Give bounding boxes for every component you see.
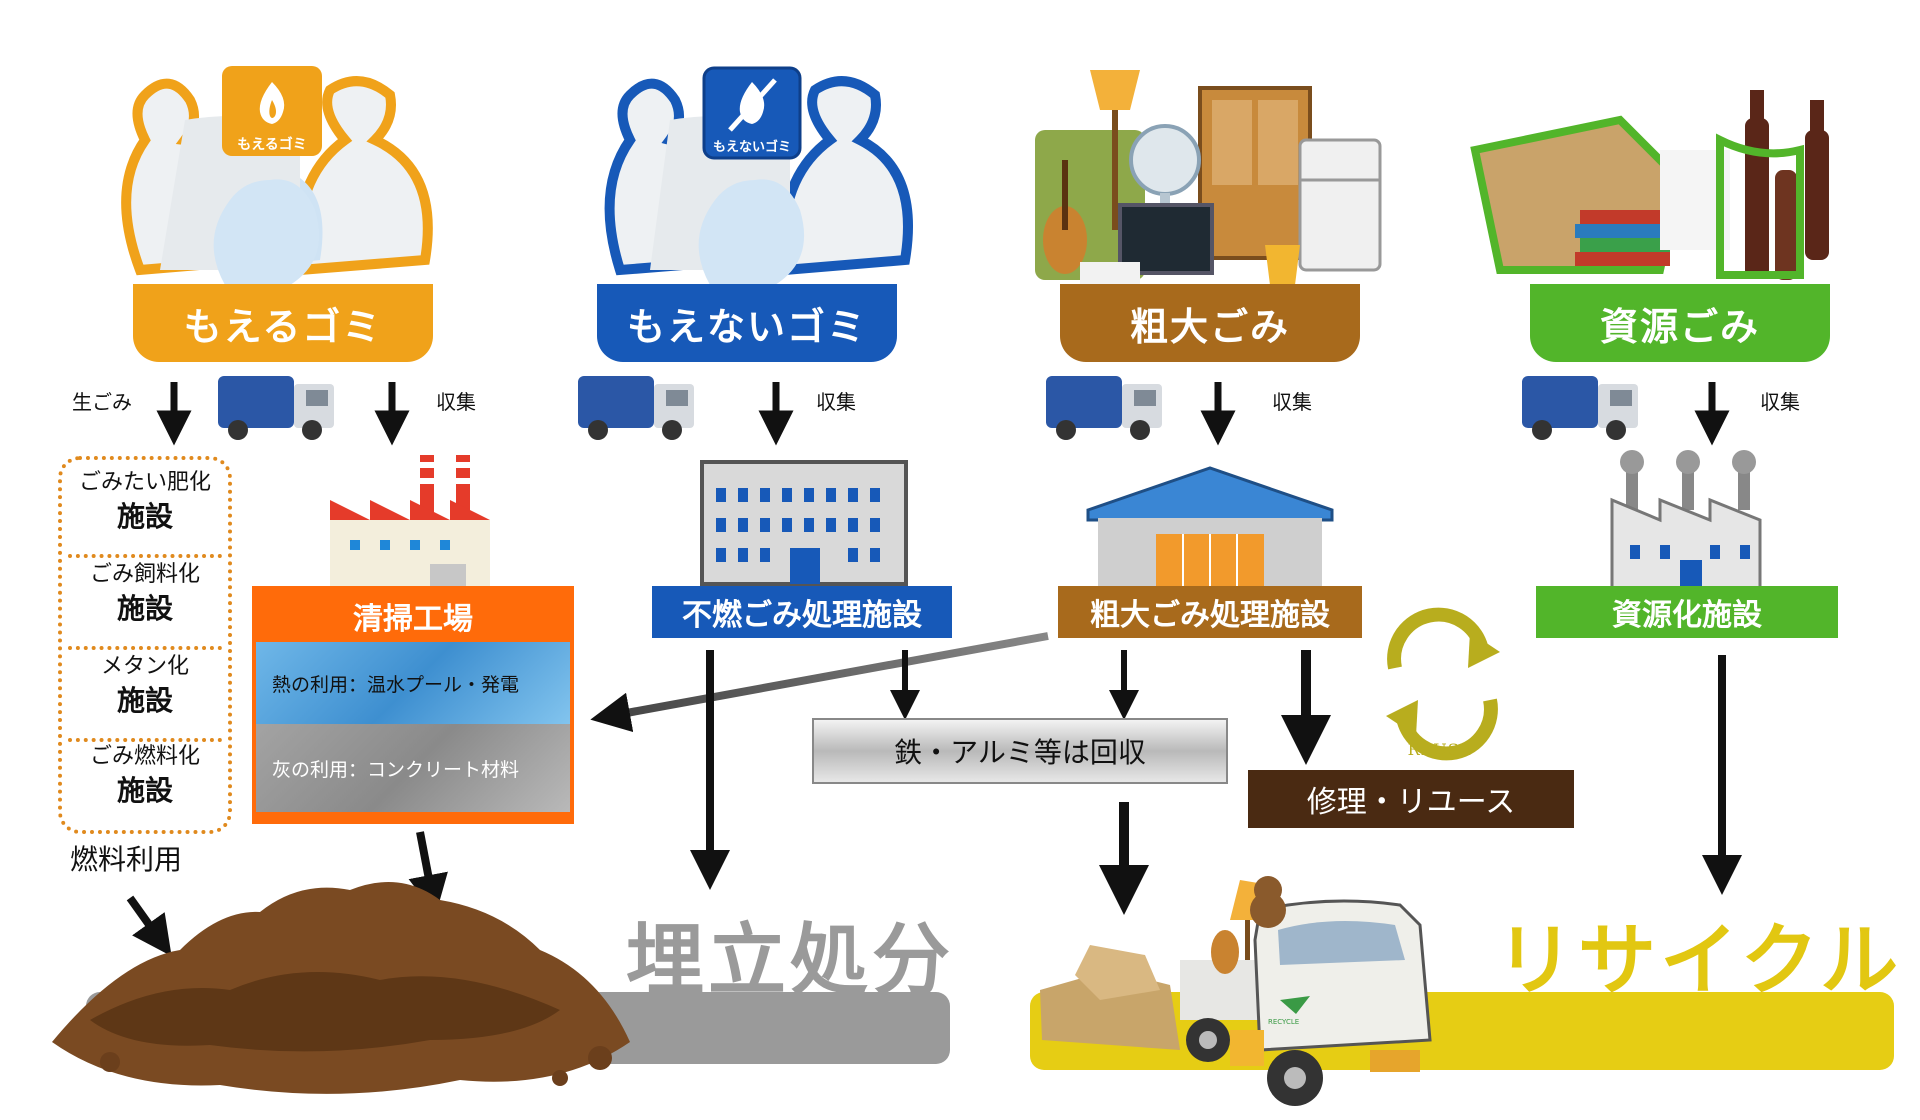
label-collect-3: 収集 — [1272, 390, 1312, 414]
composting-item-2-name: ごみ飼料化 — [89, 562, 200, 587]
category-burnable: もえるゴミ — [133, 284, 433, 362]
bulky-facility-label: 粗大ごみ処理施設 — [1058, 586, 1362, 638]
composting-item-3-name: メタン化 — [100, 654, 189, 679]
ash-use-text: 灰の利用：コンクリート材料 — [256, 724, 570, 812]
garbage-truck-icon-2 — [578, 376, 694, 440]
label-collect-2: 収集 — [816, 390, 856, 414]
category-nonburnable: もえないゴミ — [597, 284, 897, 362]
metal-recovery-box: 鉄・アルミ等は回収 — [812, 718, 1228, 784]
soil-pile-illustration — [52, 882, 630, 1094]
composting-item-1: ごみたい肥化 施設 — [62, 466, 228, 534]
composting-item-3: メタン化 施設 — [62, 650, 228, 718]
landfill-label: 埋立処分 — [626, 916, 955, 1006]
composting-item-2: ごみ飼料化 施設 — [62, 558, 228, 626]
label-raw-garbage: 生ごみ — [72, 390, 132, 414]
composting-item-1-name: ごみたい肥化 — [78, 470, 211, 495]
burnable-badge-icon — [222, 66, 322, 156]
composting-item-4-suffix: 施設 — [116, 774, 173, 807]
nonburnable-facility-building — [700, 460, 908, 586]
composting-item-1-suffix: 施設 — [116, 500, 173, 533]
composting-item-4-name: ごみ燃料化 — [89, 744, 200, 769]
bulky-facility-building — [1086, 466, 1334, 586]
reuse-cycle-icon — [1387, 607, 1498, 761]
reuse-mark-label: REUSE — [1407, 740, 1473, 759]
label-collect-1: 収集 — [436, 390, 476, 414]
composting-item-2-suffix: 施設 — [116, 592, 173, 625]
resource-items-illustration — [1470, 90, 1829, 280]
garbage-truck-icon-1 — [218, 376, 334, 440]
incineration-plant-illustration — [330, 455, 490, 588]
composting-item-4: ごみ燃料化 施設 — [62, 740, 228, 808]
recycle-label: リサイクル — [1496, 916, 1903, 1006]
resource-facility-building — [1610, 450, 1762, 592]
burnable-badge-label: もえるゴミ — [237, 137, 307, 153]
category-resource: 資源ごみ — [1530, 284, 1830, 362]
incineration-plant-box: 清掃工場 熱の利用：温水プール・発電 灰の利用：コンクリート材料 — [252, 586, 574, 824]
category-bulky: 粗大ごみ — [1060, 284, 1360, 362]
repair-reuse-box: 修理・リユース — [1248, 770, 1574, 828]
composting-item-3-suffix: 施設 — [116, 684, 173, 717]
incineration-plant-title: 清掃工場 — [353, 602, 473, 637]
composting-facilities-box: ごみたい肥化 施設 ごみ飼料化 施設 メタン化 施設 ごみ燃料化 施設 — [58, 456, 232, 834]
label-collect-4: 収集 — [1760, 390, 1800, 414]
heat-use-text: 熱の利用：温水プール・発電 — [256, 642, 570, 724]
nonburnable-badge-icon — [702, 66, 802, 160]
recycle-truck-illustration — [1040, 876, 1432, 1106]
nonburnable-bags-illustration — [604, 76, 913, 285]
bulky-to-plant-arrow — [590, 632, 1049, 733]
nonburnable-badge-label: もえないゴミ — [712, 140, 791, 155]
bulky-items-illustration — [1035, 70, 1382, 292]
fuel-use-label: 燃料利用 — [70, 843, 183, 876]
garbage-truck-icon-3 — [1046, 376, 1162, 440]
garbage-truck-icon-4 — [1522, 376, 1638, 440]
recycle-truck-mark: RECYCLE — [1268, 1018, 1300, 1026]
nonburnable-facility-label: 不燃ごみ処理施設 — [652, 586, 952, 638]
resource-facility-label: 資源化施設 — [1536, 586, 1838, 638]
